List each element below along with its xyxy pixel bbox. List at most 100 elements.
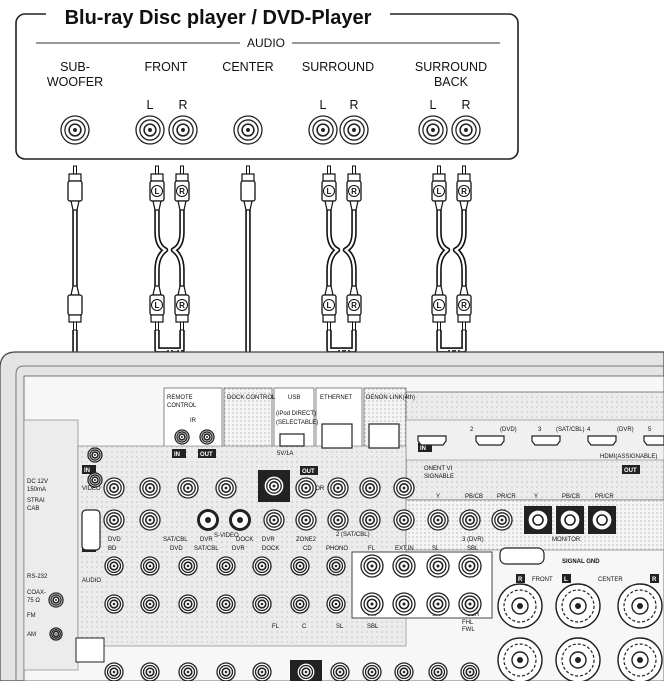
usb-port[interactable] bbox=[279, 433, 305, 447]
cable-front-join bbox=[154, 330, 185, 353]
jack-back-r[interactable] bbox=[451, 115, 481, 145]
ethernet-port[interactable] bbox=[321, 423, 353, 449]
plug-bottom-1: R bbox=[174, 285, 190, 331]
jack-comp-row1-1[interactable] bbox=[327, 477, 349, 499]
plug-top-0: L bbox=[149, 165, 165, 211]
jack-comp-row2-2[interactable] bbox=[327, 509, 349, 531]
jack-back-l[interactable] bbox=[418, 115, 448, 145]
jack-subwoofer[interactable] bbox=[60, 115, 90, 145]
jack-left-1[interactable] bbox=[87, 447, 103, 463]
speaker-terminal-1[interactable] bbox=[555, 583, 601, 629]
jack-surround-l[interactable] bbox=[308, 115, 338, 145]
jack-s-video-0[interactable] bbox=[197, 509, 219, 531]
svg-text:IN: IN bbox=[420, 446, 426, 452]
jack-monitor-out[interactable] bbox=[263, 475, 285, 497]
jack-video-row1-3[interactable] bbox=[215, 477, 237, 499]
jack-bottom-5[interactable] bbox=[330, 662, 350, 681]
jack-comp-row1-3[interactable] bbox=[393, 477, 415, 499]
speaker-terminal-5[interactable] bbox=[617, 637, 663, 681]
jack-video-row1-1[interactable] bbox=[139, 477, 161, 499]
jack-audio-r-4[interactable] bbox=[252, 594, 272, 614]
player-unit: Blu-ray Disc player / DVD-Player AUDIO S… bbox=[15, 2, 519, 160]
in-badge-bd-video: IN bbox=[82, 465, 96, 474]
jack-audio-l-4[interactable] bbox=[252, 556, 272, 576]
jack-bottom-6[interactable] bbox=[362, 662, 382, 681]
jack-bottom-8[interactable] bbox=[428, 662, 448, 681]
jack-audio-l-0[interactable] bbox=[104, 556, 124, 576]
jack-audio-l-1[interactable] bbox=[140, 556, 160, 576]
hdmi-port-1[interactable] bbox=[417, 435, 447, 446]
jack-audio-r-2[interactable] bbox=[178, 594, 198, 614]
jack-ext-fl[interactable] bbox=[360, 554, 384, 578]
jack-ext-sl[interactable] bbox=[426, 554, 450, 578]
jack-video-row1-2[interactable] bbox=[177, 477, 199, 499]
speaker-terminal-4[interactable] bbox=[555, 637, 601, 681]
jack-bottom-9[interactable] bbox=[460, 662, 480, 681]
jack-center[interactable] bbox=[233, 115, 263, 145]
jack-am[interactable] bbox=[49, 627, 63, 641]
hdmi-port-2[interactable] bbox=[475, 435, 505, 446]
jack-monitor-comp-0[interactable] bbox=[524, 506, 552, 534]
jack-audio-l-2[interactable] bbox=[178, 556, 198, 576]
jack-comp-row2-7[interactable] bbox=[491, 509, 513, 531]
jack-audio-r-5[interactable] bbox=[290, 594, 310, 614]
audio-satcbl-label: SAT/CBL bbox=[194, 546, 219, 552]
jack-video-row2-1[interactable] bbox=[139, 509, 161, 531]
jack-comp-row1-2[interactable] bbox=[359, 477, 381, 499]
jack-bottom-4[interactable] bbox=[252, 662, 272, 681]
channel-label-subwoofer-1: SUB- bbox=[60, 60, 90, 74]
jack-audio-l-3[interactable] bbox=[216, 556, 236, 576]
jack-ext-sr[interactable] bbox=[426, 592, 450, 616]
jack-s-video-1[interactable] bbox=[229, 509, 251, 531]
jack-bottom-3[interactable] bbox=[216, 662, 236, 681]
jack-ext-sbl[interactable] bbox=[458, 554, 482, 578]
jack-comp-row2-0[interactable] bbox=[263, 509, 285, 531]
speaker-terminal-0[interactable] bbox=[497, 583, 543, 629]
jack-audio-r-0[interactable] bbox=[104, 594, 124, 614]
jack-bottom-1[interactable] bbox=[140, 662, 160, 681]
jack-bottom-7[interactable] bbox=[394, 662, 414, 681]
jack-monitor-comp-1[interactable] bbox=[556, 506, 584, 534]
plug-top-5: R bbox=[456, 165, 472, 211]
jack-video-row2-0[interactable] bbox=[103, 509, 125, 531]
jack-comp-row2-5[interactable] bbox=[427, 509, 449, 531]
jack-coax[interactable] bbox=[48, 592, 64, 608]
plug-top-4: L bbox=[431, 165, 447, 211]
signal-gnd-terminal[interactable] bbox=[499, 547, 545, 565]
denon-link-port[interactable] bbox=[368, 423, 400, 449]
jack-ext-in-center[interactable] bbox=[392, 554, 416, 578]
jack-comp-row2-4[interactable] bbox=[393, 509, 415, 531]
speaker-terminal-3[interactable] bbox=[497, 637, 543, 681]
jack-comp-row1-0[interactable] bbox=[295, 477, 317, 499]
jack-audio-l-5[interactable] bbox=[290, 556, 310, 576]
jack-front-l[interactable] bbox=[135, 115, 165, 145]
jack-monitor-comp-2[interactable] bbox=[588, 506, 616, 534]
jack-ext-sw[interactable] bbox=[392, 592, 416, 616]
jack-ir-in[interactable] bbox=[174, 429, 190, 445]
jack-bottom-0[interactable] bbox=[104, 662, 124, 681]
rs232-port[interactable] bbox=[81, 509, 101, 551]
jack-ext-sbr[interactable] bbox=[458, 592, 482, 616]
speaker-terminal-2[interactable] bbox=[617, 583, 663, 629]
jack-comp-row2-1[interactable] bbox=[295, 509, 317, 531]
jack-audio-r-1[interactable] bbox=[140, 594, 160, 614]
component-video-label: ONENT VI bbox=[424, 466, 453, 472]
hdmi-2-label: 2 bbox=[470, 427, 474, 433]
jack-audio-r-6[interactable] bbox=[326, 594, 346, 614]
jack-audio-r-3[interactable] bbox=[216, 594, 236, 614]
jack-left-2[interactable] bbox=[87, 472, 103, 488]
jack-audio-l-6[interactable] bbox=[326, 556, 346, 576]
jack-preout-c[interactable] bbox=[296, 662, 316, 681]
video-zone2-label: ZONE2 bbox=[296, 537, 317, 543]
hdmi-port-5[interactable] bbox=[643, 435, 664, 446]
jack-comp-row2-3[interactable] bbox=[359, 509, 381, 531]
jack-surround-r[interactable] bbox=[339, 115, 369, 145]
jack-ext-fr[interactable] bbox=[360, 592, 384, 616]
hdmi-port-3[interactable] bbox=[531, 435, 561, 446]
jack-video-row1-0[interactable] bbox=[103, 477, 125, 499]
jack-ir-out[interactable] bbox=[199, 429, 215, 445]
hdmi-port-4[interactable] bbox=[587, 435, 617, 446]
jack-comp-row2-6[interactable] bbox=[459, 509, 481, 531]
jack-bottom-2[interactable] bbox=[178, 662, 198, 681]
jack-front-r[interactable] bbox=[168, 115, 198, 145]
